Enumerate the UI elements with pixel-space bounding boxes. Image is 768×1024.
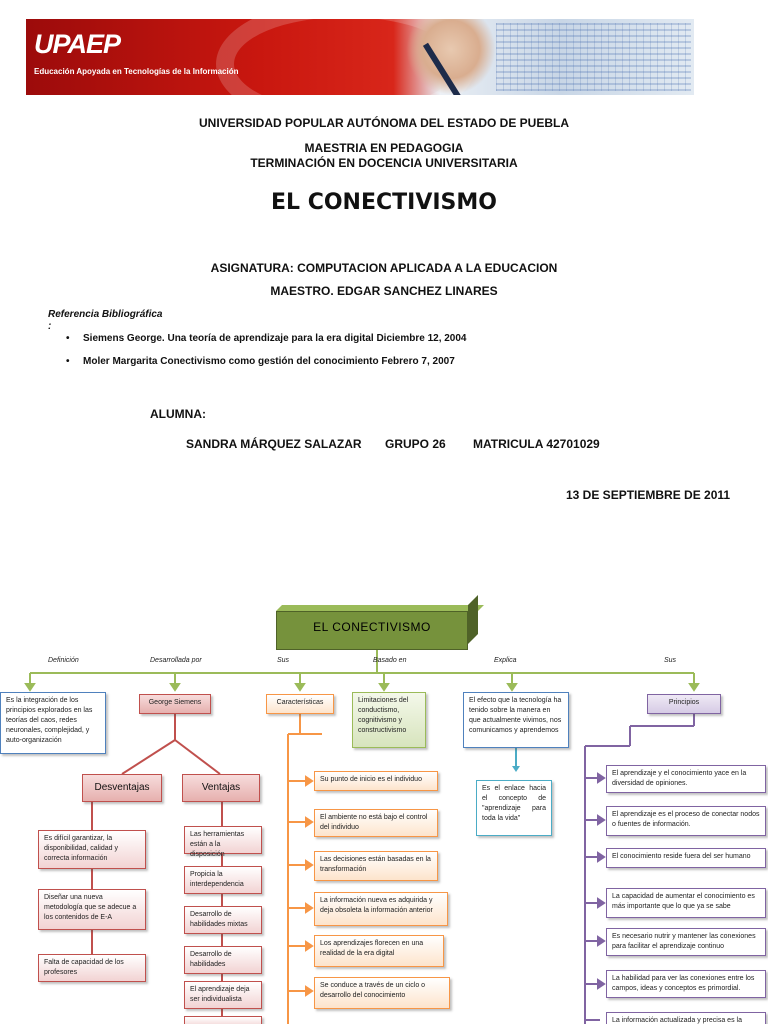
link-label: Sus (664, 657, 677, 664)
based-on-node: Limitaciones del conductismo, cognitivis… (352, 692, 426, 748)
disadvantage-item: Es difícil garantizar, la disponibilidad… (38, 830, 146, 869)
principles-node: Principios (647, 694, 721, 714)
disadvantage-item: Diseñar una nueva metodología que se ade… (38, 889, 146, 930)
advantage-item: Propicia la interdependencia (184, 866, 262, 894)
references-colon: : (48, 321, 52, 332)
student-label: ALUMNA: (150, 407, 206, 421)
reference-text: Siemens George. Una teoría de aprendizaj… (83, 333, 467, 344)
advantage-item: Desarrollo de habilidades (184, 946, 262, 974)
principle-item: La capacidad de aumentar el conocimiento… (606, 888, 766, 918)
document-title: EL CONECTIVISMO (271, 190, 497, 215)
university-name: UNIVERSIDAD POPULAR AUTÓNOMA DEL ESTADO … (198, 116, 570, 130)
principle-item: El conocimiento reside fuera del ser hum… (606, 848, 766, 868)
characteristics-node: Características (266, 694, 334, 714)
principle-item: La habilidad para ver las conexiones ent… (606, 970, 766, 998)
characteristic-item: Se conduce a través de un ciclo o desarr… (314, 977, 450, 1009)
teacher-line: MAESTRO. EDGAR SANCHEZ LINARES (270, 284, 498, 298)
link-label: Desarrollada por (150, 657, 202, 664)
principle-item: Es necesario nutrir y mantener las conex… (606, 928, 766, 956)
characteristic-item: El ambiente no está bajo el control del … (314, 809, 438, 837)
advantage-item: El aprendizaje deja ser individualista (184, 981, 262, 1009)
disadvantages-node: Desventajas (82, 774, 162, 802)
characteristic-item: Su punto de inicio es el individuo (314, 771, 438, 791)
advantage-item: Desarrollo de habilidades mixtas (184, 906, 262, 934)
principle-item: El aprendizaje y el conocimiento yace en… (606, 765, 766, 793)
root-label: EL CONECTIVISMO (313, 620, 431, 634)
author-node: George Siemens (139, 694, 211, 714)
termination-name: TERMINACIÓN EN DOCENCIA UNIVERSITARIA (250, 156, 518, 170)
bullet-icon: • (66, 356, 70, 367)
disadvantage-item: Falta de capacidad de los profesores (38, 954, 146, 982)
link-label: Definición (48, 657, 79, 664)
upaep-logo: UPAEP (34, 29, 121, 59)
bullet-icon: • (66, 333, 70, 344)
program-name: MAESTRIA EN PEDAGOGIA (304, 141, 464, 155)
header-banner: UPAEP Educación Apoyada en Tecnologías d… (26, 19, 694, 95)
advantage-item: Las herramientas están a la disposición (184, 826, 262, 858)
advantages-node: Ventajas (182, 774, 260, 802)
principle-item: El aprendizaje es el proceso de conectar… (606, 806, 766, 836)
explains-node: El efecto que la tecnología ha tenido so… (463, 692, 569, 748)
banner-digital-background (496, 23, 691, 91)
explains-child-node: Es el enlace hacia el concepto de "apren… (476, 780, 552, 836)
definition-node: Es la integración de los principios expl… (0, 692, 106, 754)
link-label: Explica (494, 657, 517, 664)
characteristic-item: Las decisiones están basadas en la trans… (314, 851, 438, 881)
reference-text: Moler Margarita Conectivismo como gestió… (83, 356, 455, 367)
concept-map-root: EL CONECTIVISMO (276, 595, 484, 650)
student-matricula: MATRICULA 42701029 (473, 437, 600, 451)
student-group: GRUPO 26 (385, 437, 446, 451)
subject-line: ASIGNATURA: COMPUTACION APLICADA A LA ED… (210, 261, 558, 275)
characteristic-item: La información nueva es adquirida y deja… (314, 892, 448, 926)
references-label: Referencia Bibliográfica (48, 309, 163, 320)
student-name: SANDRA MÁRQUEZ SALAZAR (186, 437, 362, 451)
link-label: Sus (277, 657, 290, 664)
advantage-item-cut (184, 1016, 262, 1024)
characteristic-item: Los aprendizajes florecen en una realida… (314, 935, 444, 967)
banner-subtitle: Educación Apoyada en Tecnologías de la I… (34, 67, 239, 76)
principle-item: La información actualizada y precisa es … (606, 1012, 766, 1024)
document-date: 13 DE SEPTIEMBRE DE 2011 (566, 488, 731, 502)
link-label: Basado en (373, 657, 407, 664)
